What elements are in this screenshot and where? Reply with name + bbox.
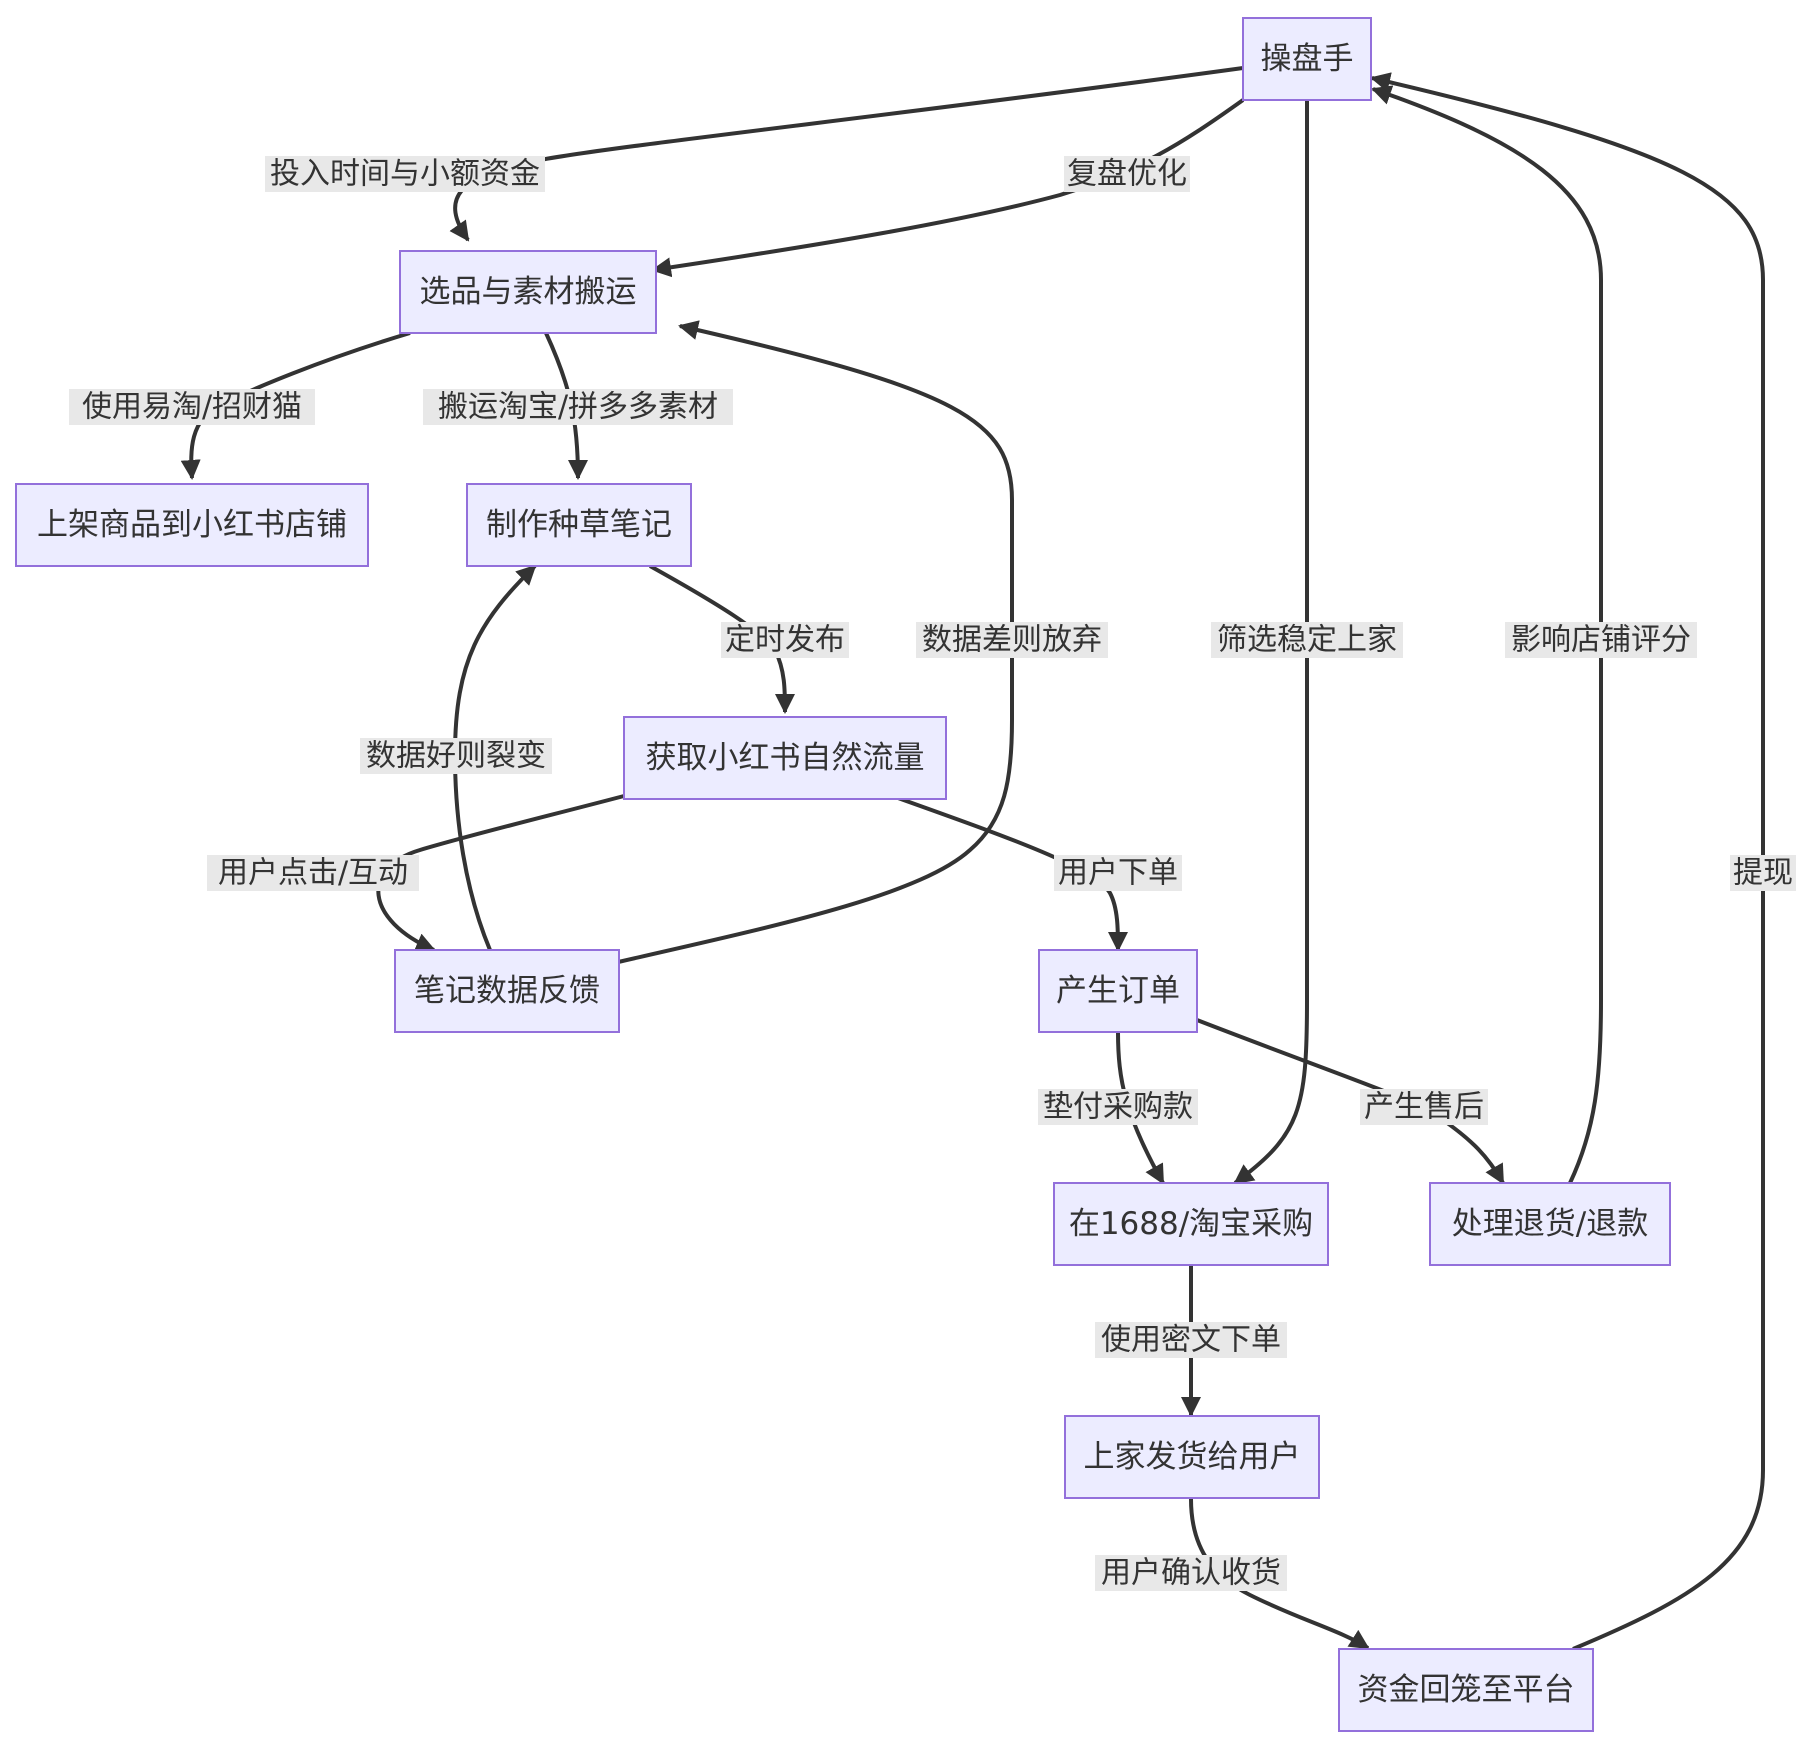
edge-abandon (617, 320, 1014, 964)
svg-text:上架商品到小红书店铺: 上架商品到小红书店铺 (37, 507, 347, 543)
edge-label-confirm: 用户确认收货 (1095, 1555, 1287, 1591)
svg-text:定时发布: 定时发布 (725, 623, 845, 658)
svg-text:产生订单: 产生订单 (1056, 973, 1180, 1009)
svg-text:上家发货给用户: 上家发货给用户 (1084, 1439, 1301, 1475)
edge-label-abandon: 数据差则放弃 (916, 622, 1108, 658)
svg-text:数据好则裂变: 数据好则裂变 (366, 739, 546, 774)
edge-label-tools: 使用易淘/招财猫 (69, 389, 315, 425)
edge-confirm (1189, 1498, 1370, 1650)
node-traffic[interactable]: 获取小红书自然流量 (623, 716, 947, 800)
node-select[interactable]: 选品与素材搬运 (399, 250, 657, 334)
svg-text:处理退货/退款: 处理退货/退款 (1452, 1206, 1648, 1242)
edge-label-click: 用户点击/互动 (207, 855, 419, 891)
edge-label-withdraw: 提现 (1730, 855, 1796, 891)
edge-labels: 投入时间与小额资金 复盘优化 使用易淘/招财猫 搬运淘宝/拼多多素材 定时发布 … (69, 156, 1796, 1591)
svg-text:获取小红书自然流量: 获取小红书自然流量 (646, 740, 925, 776)
edge-click (376, 794, 625, 952)
edge-withdraw (1370, 72, 1765, 1651)
edge-label-copy: 搬运淘宝/拼多多素材 (423, 389, 733, 425)
node-operator[interactable]: 操盘手 (1242, 17, 1372, 101)
edge-score (1371, 85, 1603, 1184)
svg-text:复盘优化: 复盘优化 (1067, 157, 1187, 192)
edge-review (651, 98, 1245, 278)
svg-text:选品与素材搬运: 选品与素材搬运 (420, 274, 637, 310)
svg-text:用户下单: 用户下单 (1058, 856, 1178, 891)
node-ship[interactable]: 上家发货给用户 (1064, 1415, 1320, 1499)
edge-label-aftersale: 产生售后 (1360, 1089, 1488, 1125)
svg-text:影响店铺评分: 影响店铺评分 (1511, 623, 1691, 658)
edge-label-advance: 垫付采购款 (1038, 1089, 1198, 1125)
node-purchase[interactable]: 在1688/淘宝采购 (1053, 1182, 1329, 1266)
node-feedback[interactable]: 笔记数据反馈 (394, 949, 620, 1033)
svg-text:投入时间与小额资金: 投入时间与小额资金 (270, 157, 540, 192)
svg-text:筛选稳定上家: 筛选稳定上家 (1217, 623, 1397, 658)
svg-text:笔记数据反馈: 笔记数据反馈 (414, 973, 600, 1009)
edge-label-screen: 筛选稳定上家 (1211, 622, 1403, 658)
svg-text:搬运淘宝/拼多多素材: 搬运淘宝/拼多多素材 (438, 390, 718, 425)
edge-label-fission: 数据好则裂变 (360, 738, 552, 774)
node-order[interactable]: 产生订单 (1038, 949, 1198, 1033)
node-list[interactable]: 上架商品到小红书店铺 (15, 483, 369, 567)
svg-text:产生售后: 产生售后 (1364, 1090, 1484, 1125)
svg-text:用户点击/互动: 用户点击/互动 (218, 856, 408, 891)
svg-text:使用密文下单: 使用密文下单 (1101, 1323, 1281, 1358)
svg-text:提现: 提现 (1733, 856, 1793, 891)
svg-text:使用易淘/招财猫: 使用易淘/招财猫 (82, 390, 302, 425)
svg-text:在1688/淘宝采购: 在1688/淘宝采购 (1069, 1206, 1313, 1242)
svg-text:数据差则放弃: 数据差则放弃 (922, 623, 1102, 658)
edge-label-score: 影响店铺评分 (1505, 622, 1697, 658)
node-note[interactable]: 制作种草笔记 (466, 483, 692, 567)
edge-invest (449, 66, 1244, 242)
edge-label-invest: 投入时间与小额资金 (265, 156, 545, 192)
node-funds[interactable]: 资金回笼至平台 (1338, 1648, 1594, 1732)
svg-text:操盘手: 操盘手 (1261, 41, 1354, 77)
edge-screen (1233, 101, 1309, 1185)
edge-label-review: 复盘优化 (1064, 156, 1190, 192)
node-refund[interactable]: 处理退货/退款 (1429, 1182, 1671, 1266)
edge-label-cipher: 使用密文下单 (1095, 1322, 1287, 1358)
edge-label-buy: 用户下单 (1054, 855, 1182, 891)
svg-text:资金回笼至平台: 资金回笼至平台 (1358, 1672, 1575, 1708)
edge-label-publish: 定时发布 (721, 622, 849, 658)
svg-text:用户确认收货: 用户确认收货 (1101, 1556, 1281, 1591)
svg-text:制作种草笔记: 制作种草笔记 (486, 507, 672, 543)
nodes: 操盘手 选品与素材搬运 上架商品到小红书店铺 制作种草笔记 获取小红书自然流量 … (15, 17, 1671, 1732)
svg-text:垫付采购款: 垫付采购款 (1043, 1090, 1193, 1125)
